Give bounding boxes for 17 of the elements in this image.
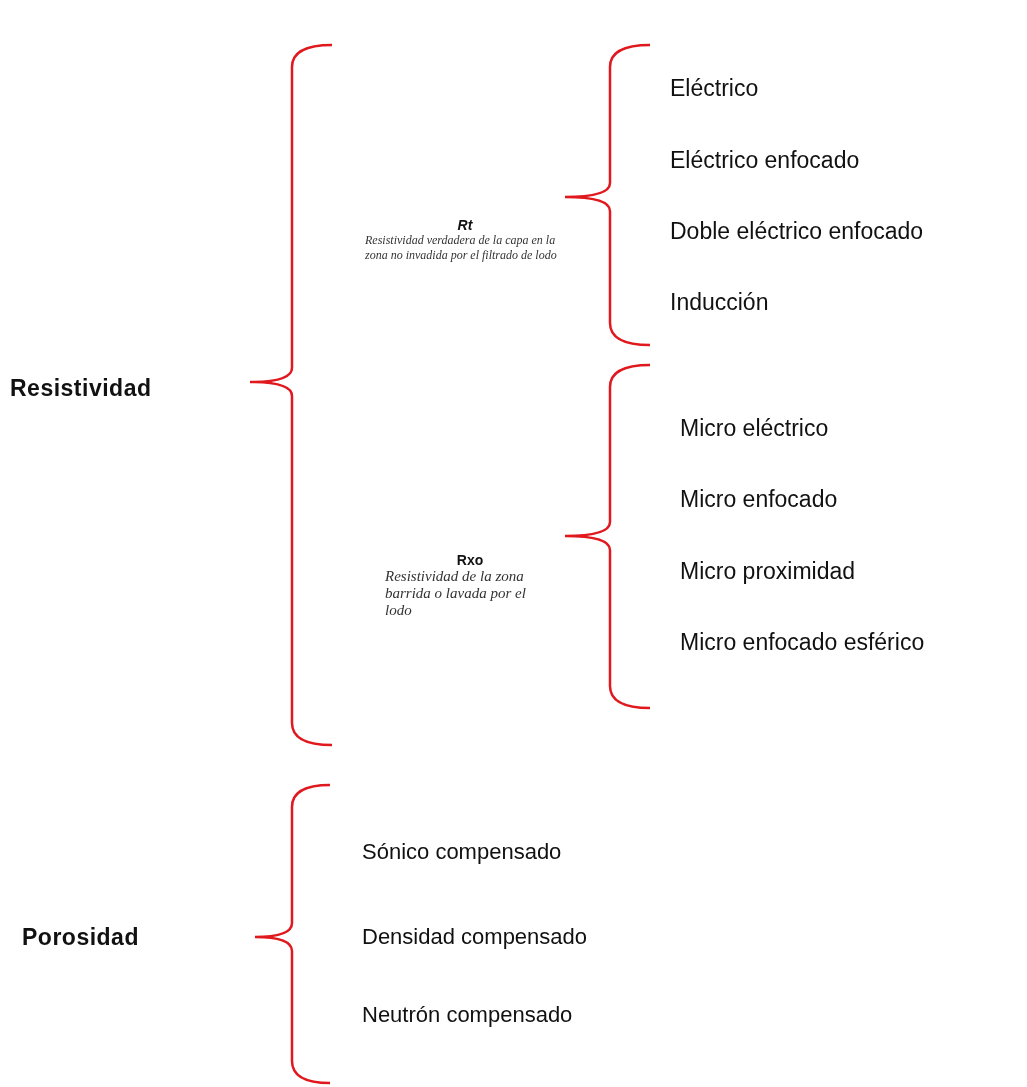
item-label: Inducción [670,288,769,316]
item-label: Eléctrico enfocado [670,146,860,174]
item-label: Doble eléctrico enfocado [670,217,924,245]
item-label: Micro proximidad [680,557,856,585]
symbol-heading: Rxo [455,551,485,568]
item-label: Neutrón compensado [362,1002,573,1028]
item-label: Micro enfocado [680,485,838,513]
symbol-heading: Rt [456,217,474,233]
category-label: Resistividad [10,374,152,402]
item-label: Eléctrico [670,74,759,102]
item-label: Micro eléctrico [680,414,829,442]
description-text: Resistividad verdadera de la capa en la zona no invadida por el filtrado de lodo [365,233,558,263]
item-label: Sónico compensado [362,839,562,865]
category-label: Porosidad [22,923,139,951]
item-label: Micro enfocado esférico [680,628,925,656]
item-label: Densidad compensado [362,924,588,950]
description-text: Resistividad de la zona barrida o lavada por el lodo [385,567,527,619]
